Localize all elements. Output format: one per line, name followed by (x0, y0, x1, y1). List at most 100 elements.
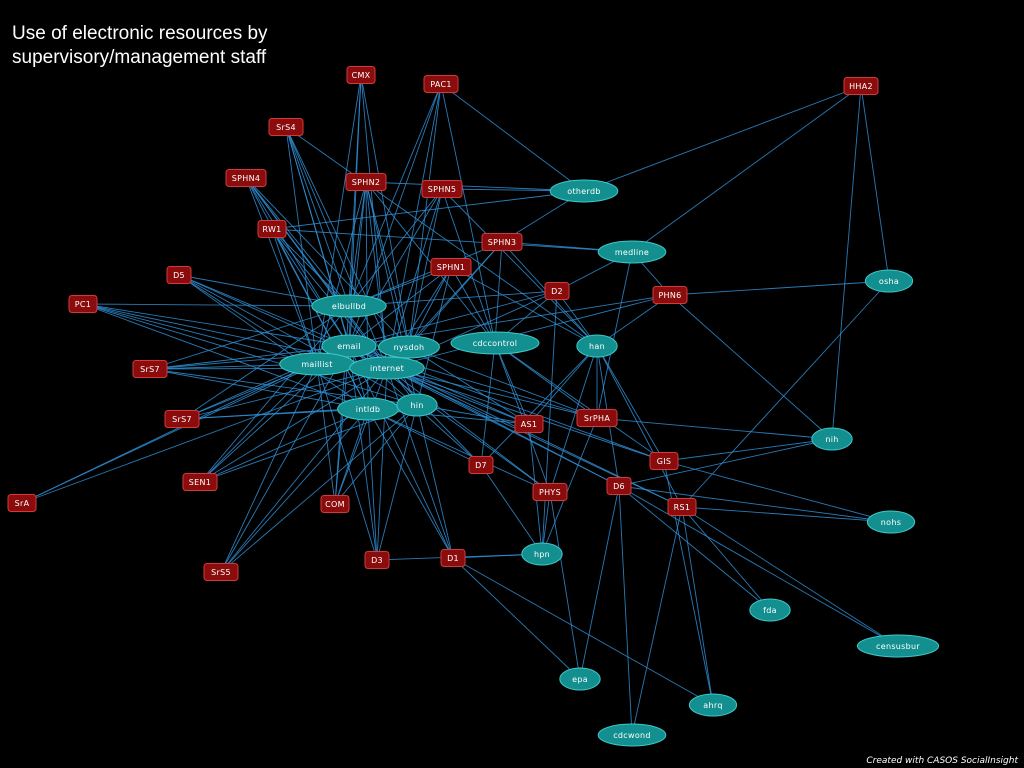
edge-d3-email (348, 345, 378, 561)
edge-srs4-elbullbd (285, 126, 350, 307)
resource-node-maillist[interactable]: maillist (279, 352, 355, 376)
edge-gis-nih (663, 438, 833, 462)
staff-node-pac1[interactable]: PAC1 (423, 75, 459, 93)
staff-node-as1[interactable]: AS1 (514, 415, 544, 433)
resource-node-internet[interactable]: internet (349, 356, 425, 380)
edge-srs5-hin (220, 404, 418, 573)
edge-sphn5-nysdoh (408, 188, 443, 348)
edge-d3-maillist (316, 363, 378, 561)
staff-node-srs4[interactable]: SrS4 (268, 118, 304, 136)
staff-node-box (132, 360, 168, 378)
staff-node-com[interactable]: COM (320, 495, 350, 513)
staff-node-sphn3[interactable]: SPHN3 (481, 233, 523, 251)
edge-com-hin (334, 404, 418, 505)
staff-node-gis[interactable]: GIS (649, 452, 679, 470)
staff-node-label: PAC1 (430, 80, 452, 89)
resource-node-ellipse (856, 634, 940, 658)
staff-node-phys[interactable]: PHYS (532, 483, 568, 501)
resource-node-ellipse (549, 179, 619, 203)
staff-node-d5[interactable]: D5 (166, 266, 192, 284)
staff-node-d1[interactable]: D1 (440, 549, 466, 567)
staff-node-label: SrS7 (140, 365, 160, 374)
staff-node-srs7[interactable]: SrS7 (164, 410, 200, 428)
resource-node-label: epa (572, 675, 588, 684)
resource-node-ellipse (450, 331, 540, 355)
staff-node-d2[interactable]: D2 (544, 282, 570, 300)
resource-node-medline[interactable]: medline (597, 240, 667, 264)
staff-node-cmx[interactable]: CMX (346, 66, 376, 84)
staff-node-sen1[interactable]: SEN1 (182, 473, 218, 491)
staff-node-label: SrS4 (276, 123, 296, 132)
staff-node-hha2[interactable]: HHA2 (843, 77, 879, 95)
edge-rs1-osha (681, 280, 890, 508)
resource-node-nysdoh[interactable]: nysdoh (378, 335, 440, 359)
staff-node-label: SPHN1 (437, 263, 466, 272)
resource-node-intldb[interactable]: intldb (337, 397, 399, 421)
edge-srs4-han (285, 126, 598, 347)
resource-node-han[interactable]: han (576, 334, 618, 358)
edge-rw1-elbullbd (271, 228, 350, 307)
resource-node-nih[interactable]: nih (811, 427, 853, 451)
edge-d3-intldb (367, 408, 378, 561)
staff-node-sphn4[interactable]: SPHN4 (225, 169, 267, 187)
staff-node-label: SPHN4 (232, 174, 261, 183)
staff-node-srs7[interactable]: SrS7 (132, 360, 168, 378)
resource-node-osha[interactable]: osha (864, 269, 914, 293)
edge-d7-hpn (480, 464, 543, 555)
staff-node-phn6[interactable]: PHN6 (652, 286, 688, 304)
staff-node-srs5[interactable]: SrS5 (203, 563, 239, 581)
staff-node-d7[interactable]: D7 (468, 456, 494, 474)
staff-node-box (481, 233, 523, 251)
staff-node-sphn2[interactable]: SPHN2 (345, 173, 387, 191)
edge-d5-email (178, 274, 350, 347)
node-layer: otherdb medline osha elbullbd email nysdoh cdc… (7, 66, 940, 747)
resource-node-ellipse (311, 294, 387, 318)
resource-node-ahrq[interactable]: ahrq (688, 693, 738, 717)
edge-d6-censusbur (618, 485, 899, 647)
edge-rs1-nohs (681, 506, 892, 523)
staff-node-label: D2 (551, 287, 563, 296)
resource-node-ellipse (597, 723, 667, 747)
resource-node-hpn[interactable]: hpn (521, 542, 563, 566)
edge-gis-nohs (663, 460, 892, 523)
staff-node-sra[interactable]: SrA (7, 494, 37, 512)
edge-sra-internet (21, 367, 388, 504)
staff-node-label: HHA2 (849, 82, 873, 91)
staff-node-box (268, 118, 304, 136)
resource-node-label: nysdoh (394, 343, 425, 352)
edge-srs7-elbullbd (149, 305, 350, 370)
resource-node-hin[interactable]: hin (396, 393, 438, 417)
resource-node-label: hin (410, 401, 423, 410)
staff-node-sphn1[interactable]: SPHN1 (430, 258, 472, 276)
edge-sphn5-elbullbd (348, 188, 443, 307)
staff-node-d3[interactable]: D3 (364, 551, 390, 569)
resource-node-epa[interactable]: epa (559, 667, 601, 691)
resource-node-fda[interactable]: fda (749, 598, 791, 622)
edge-rs1-internet (386, 367, 683, 508)
resource-node-email[interactable]: email (321, 334, 377, 358)
resource-node-otherdb[interactable]: otherdb (549, 179, 619, 203)
resource-node-cdccontrol[interactable]: cdccontrol (450, 331, 540, 355)
staff-node-label: D7 (475, 461, 487, 470)
staff-node-d6[interactable]: D6 (606, 477, 632, 495)
edge-d3-internet (376, 367, 388, 561)
resource-node-label: hpn (534, 550, 550, 559)
title-line-2: supervisory/management staff (12, 47, 267, 68)
resource-node-ellipse (378, 335, 440, 359)
staff-node-pc1[interactable]: PC1 (68, 295, 98, 313)
resource-node-censusbur[interactable]: censusbur (856, 634, 940, 658)
staff-node-sphn5[interactable]: SPHN5 (421, 180, 463, 198)
edge-rw1-otherdb (271, 190, 585, 230)
staff-node-rs1[interactable]: RS1 (667, 498, 697, 516)
staff-node-box (576, 409, 618, 427)
edge-sphn2-email (348, 181, 367, 347)
resource-node-elbullbd[interactable]: elbullbd (311, 294, 387, 318)
resource-node-cdcwond[interactable]: cdcwond (597, 723, 667, 747)
staff-node-srpha[interactable]: SrPHA (576, 409, 618, 427)
edge-sen1-elbullbd (199, 305, 350, 483)
edge-com-maillist (316, 363, 336, 505)
staff-node-rw1[interactable]: RW1 (257, 220, 287, 238)
edge-sphn4-maillist (245, 177, 318, 365)
staff-node-label: D3 (371, 556, 383, 565)
resource-node-nohs[interactable]: nohs (866, 510, 916, 534)
